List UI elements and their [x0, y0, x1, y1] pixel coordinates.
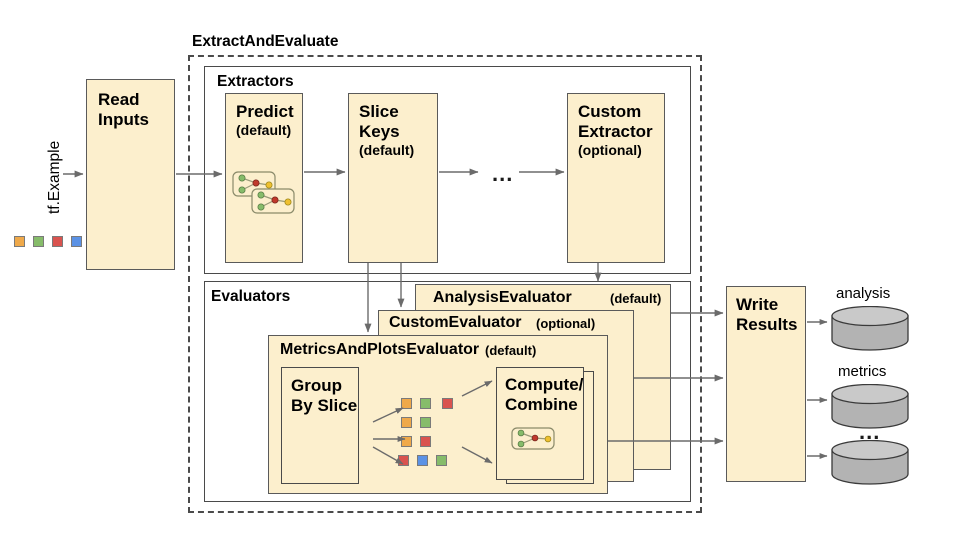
evaluator-metrics-plots-box[interactable]: MetricsAndPlotsEvaluator (default) Group… — [268, 335, 608, 494]
slice-chip — [417, 455, 428, 466]
input-chip-blue — [71, 236, 82, 247]
extractor-custom-line2: Extractor — [578, 122, 653, 141]
slice-chip — [442, 398, 453, 409]
slice-chip — [401, 398, 412, 409]
tf-example-label: tf.Example — [46, 140, 63, 214]
write-results-line2: Results — [736, 315, 798, 334]
extractor-slice-keys-qualifier: (default) — [359, 142, 415, 158]
extractor-predict-box[interactable]: Predict (default) — [225, 93, 303, 263]
read-inputs-line1: Read — [98, 90, 140, 109]
extractor-predict-qualifier: (default) — [236, 122, 292, 138]
extractor-slice-keys-box[interactable]: Slice Keys (default) — [348, 93, 438, 263]
compute-combine-line1: Compute/ — [505, 375, 584, 394]
extract-and-evaluate-title: ExtractAndEvaluate — [192, 33, 339, 50]
input-chip-red — [52, 236, 63, 247]
evaluator-analysis-qualifier: (default) — [610, 291, 662, 306]
evaluator-analysis-name: AnalysisEvaluator — [433, 289, 572, 306]
extractor-predict-line1: Predict — [236, 102, 294, 121]
slice-chip — [420, 398, 431, 409]
group-by-slice-line2: By Slice — [291, 396, 358, 415]
write-results-line1: Write — [736, 295, 779, 314]
evaluator-metrics-plots-name: MetricsAndPlotsEvaluator — [280, 341, 480, 358]
group-by-slice-line1: Group — [291, 376, 342, 395]
extractor-custom-box[interactable]: Custom Extractor (optional) — [567, 93, 665, 263]
evaluator-custom-qualifier: (optional) — [536, 316, 596, 331]
extractors-title: Extractors — [217, 73, 294, 90]
input-chip-orange — [14, 236, 25, 247]
slice-chip — [401, 417, 412, 428]
slice-chip — [398, 455, 409, 466]
evaluator-custom-name: CustomEvaluator — [389, 314, 522, 331]
extract-and-evaluate-boundary — [188, 55, 702, 513]
output-analysis-label: analysis — [836, 285, 891, 302]
slice-chip — [401, 436, 412, 447]
extractor-slice-keys-line1: Slice — [359, 102, 399, 121]
read-inputs-box[interactable]: Read Inputs — [86, 79, 175, 270]
output-ellipsis-label: ... — [859, 419, 881, 444]
group-by-slice-box[interactable]: Group By Slice — [281, 367, 359, 484]
extractors-ellipsis: ... — [492, 161, 514, 186]
read-inputs-line2: Inputs — [98, 110, 149, 129]
write-results-box[interactable]: Write Results — [726, 286, 806, 482]
extractor-custom-qualifier: (optional) — [578, 142, 642, 158]
evaluators-group — [204, 281, 691, 502]
slice-chip — [436, 455, 447, 466]
extractor-slice-keys-line2: Keys — [359, 122, 400, 141]
compute-combine-box[interactable]: Compute/ Combine — [496, 367, 584, 480]
slice-chip — [420, 436, 431, 447]
evaluators-title: Evaluators — [211, 288, 291, 305]
slice-chip — [420, 417, 431, 428]
compute-combine-line2: Combine — [505, 395, 578, 414]
extractor-custom-line1: Custom — [578, 102, 642, 121]
input-chip-green — [33, 236, 44, 247]
evaluator-metrics-plots-qualifier: (default) — [485, 343, 537, 358]
output-metrics-label: metrics — [838, 363, 887, 380]
extractors-group — [204, 66, 691, 274]
